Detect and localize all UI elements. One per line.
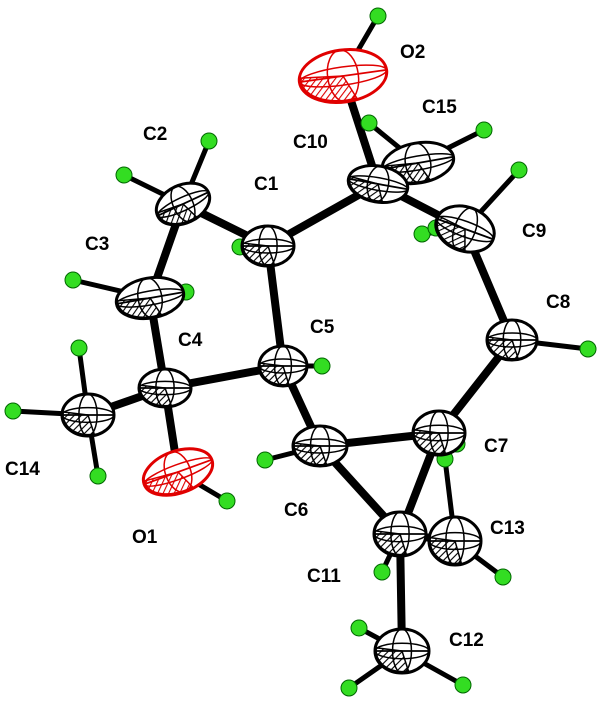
hydrogen-atom-3 [115, 166, 133, 184]
atom-c6 [291, 424, 349, 468]
label-C2: C2 [143, 124, 167, 145]
label-C15: C15 [422, 97, 457, 118]
hydrogen-atom-4 [360, 114, 378, 132]
atom-labels: O2 C15 C2 C10 C1 C9 C3 C8 C4 C5 C7 C14 C… [5, 42, 570, 651]
atom-c13 [427, 515, 483, 567]
label-C4: C4 [178, 330, 203, 351]
atom-c1 [240, 224, 296, 268]
label-O2: O2 [400, 42, 425, 63]
atom-o1 [141, 447, 215, 497]
hydrogen-atom-26 [454, 676, 472, 694]
hydrogen-atom-23 [373, 563, 391, 581]
atom-c8 [485, 318, 539, 362]
atom-c4 [137, 367, 193, 409]
hydrogen-atom-16 [89, 467, 107, 485]
label-C11: C11 [307, 566, 341, 587]
hydrogen-atom-25 [340, 679, 358, 697]
label-C12: C12 [449, 630, 484, 651]
hydrogen-atom-17 [313, 357, 331, 375]
atom-c2 [154, 181, 212, 227]
atom-c3 [114, 275, 186, 321]
atom-c7 [411, 409, 467, 457]
hydrogen-atom-22 [494, 568, 512, 586]
hydrogen-atom-1 [369, 7, 387, 25]
label-C8: C8 [546, 292, 570, 313]
label-C1: C1 [254, 174, 279, 195]
hydrogen-atom-2 [200, 132, 218, 150]
atom-c12 [373, 627, 431, 675]
hydrogen-atom-19 [256, 451, 274, 469]
atom-c10 [346, 164, 410, 204]
hydrogen-atom-24 [350, 619, 368, 637]
atoms [4, 7, 597, 697]
atom-c11 [372, 510, 428, 558]
atom-c5 [257, 344, 309, 388]
label-C3: C3 [85, 234, 109, 255]
label-C10: C10 [293, 132, 328, 153]
label-C7: C7 [484, 436, 508, 457]
atom-o2 [297, 48, 389, 104]
label-C5: C5 [310, 317, 335, 338]
label-O1: O1 [132, 527, 158, 548]
atom-c14 [60, 392, 116, 438]
label-C13: C13 [490, 518, 525, 539]
hydrogen-atom-14 [70, 339, 88, 357]
hydrogen-atom-15 [4, 402, 22, 420]
label-C14: C14 [5, 459, 40, 480]
hydrogen-atom-5 [475, 121, 493, 139]
hydrogen-atom-11 [64, 271, 82, 289]
hydrogen-atom-7 [510, 161, 528, 179]
label-C6: C6 [284, 500, 308, 521]
atom-c9 [434, 204, 496, 254]
hydrogen-atom-20 [218, 492, 236, 510]
hydrogen-atom-13 [579, 340, 597, 358]
label-C9: C9 [522, 221, 546, 242]
